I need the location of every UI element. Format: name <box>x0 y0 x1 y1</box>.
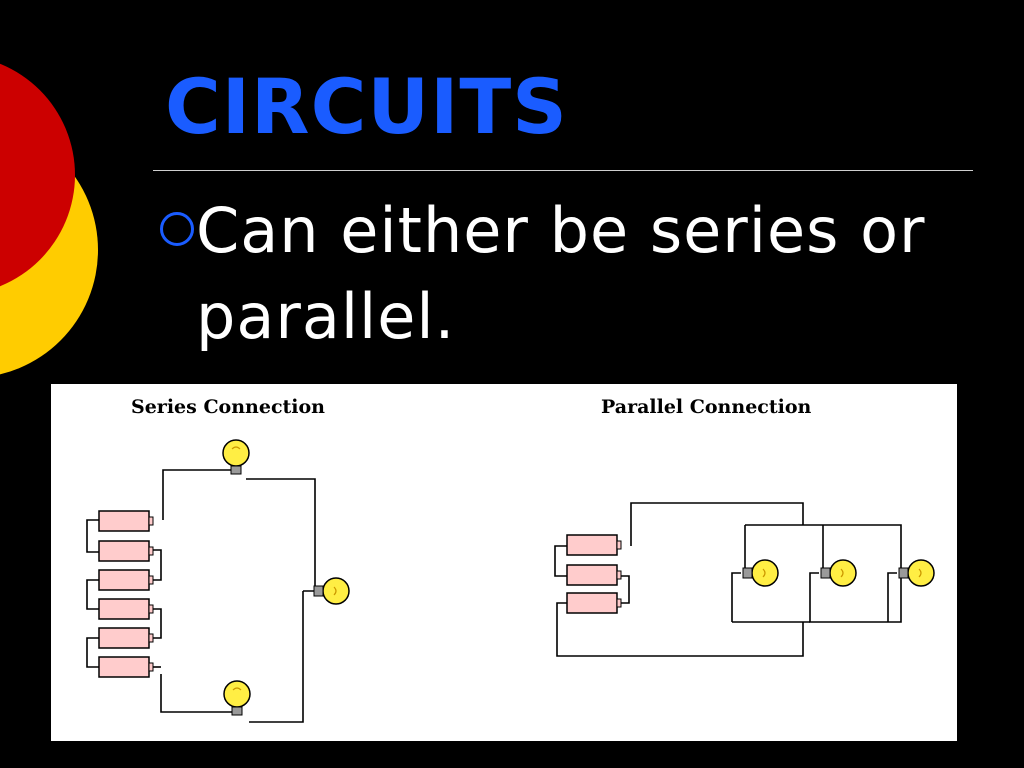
parallel-light-bulb-icon-1 <box>742 559 779 587</box>
parallel-battery-cell-1 <box>566 534 622 556</box>
bullet-text: Can either be series or parallel. <box>196 194 926 353</box>
parallel-battery-cell-2 <box>566 564 622 586</box>
series-battery-cell-1 <box>98 510 154 532</box>
parallel-heading: Parallel Connection <box>601 396 812 418</box>
series-battery-cell-4 <box>98 598 154 620</box>
title-divider <box>153 170 973 171</box>
bullet-item: Can either be series or parallel. <box>160 188 980 360</box>
series-light-bulb-icon-right <box>313 577 350 605</box>
decorative-circles <box>0 63 98 375</box>
series-heading: Series Connection <box>131 396 325 418</box>
circuit-diagram: Series Connection Parallel Connection <box>51 384 957 741</box>
parallel-circuit <box>554 502 902 657</box>
parallel-light-bulb-icon-3 <box>898 559 935 587</box>
series-light-bulb-icon-bottom <box>223 680 251 716</box>
red-circle <box>0 63 75 287</box>
parallel-battery-cell-3 <box>566 592 622 614</box>
series-light-bulb-icon-top <box>222 439 250 475</box>
series-circuit <box>86 469 316 723</box>
series-battery-cell-6 <box>98 656 154 678</box>
page-title: Circuits <box>165 62 568 151</box>
series-battery-cell-3 <box>98 569 154 591</box>
series-battery-cell-5 <box>98 627 154 649</box>
series-battery-cell-2 <box>98 540 154 562</box>
parallel-light-bulb-icon-2 <box>820 559 857 587</box>
bullet-circle-icon <box>160 212 194 246</box>
